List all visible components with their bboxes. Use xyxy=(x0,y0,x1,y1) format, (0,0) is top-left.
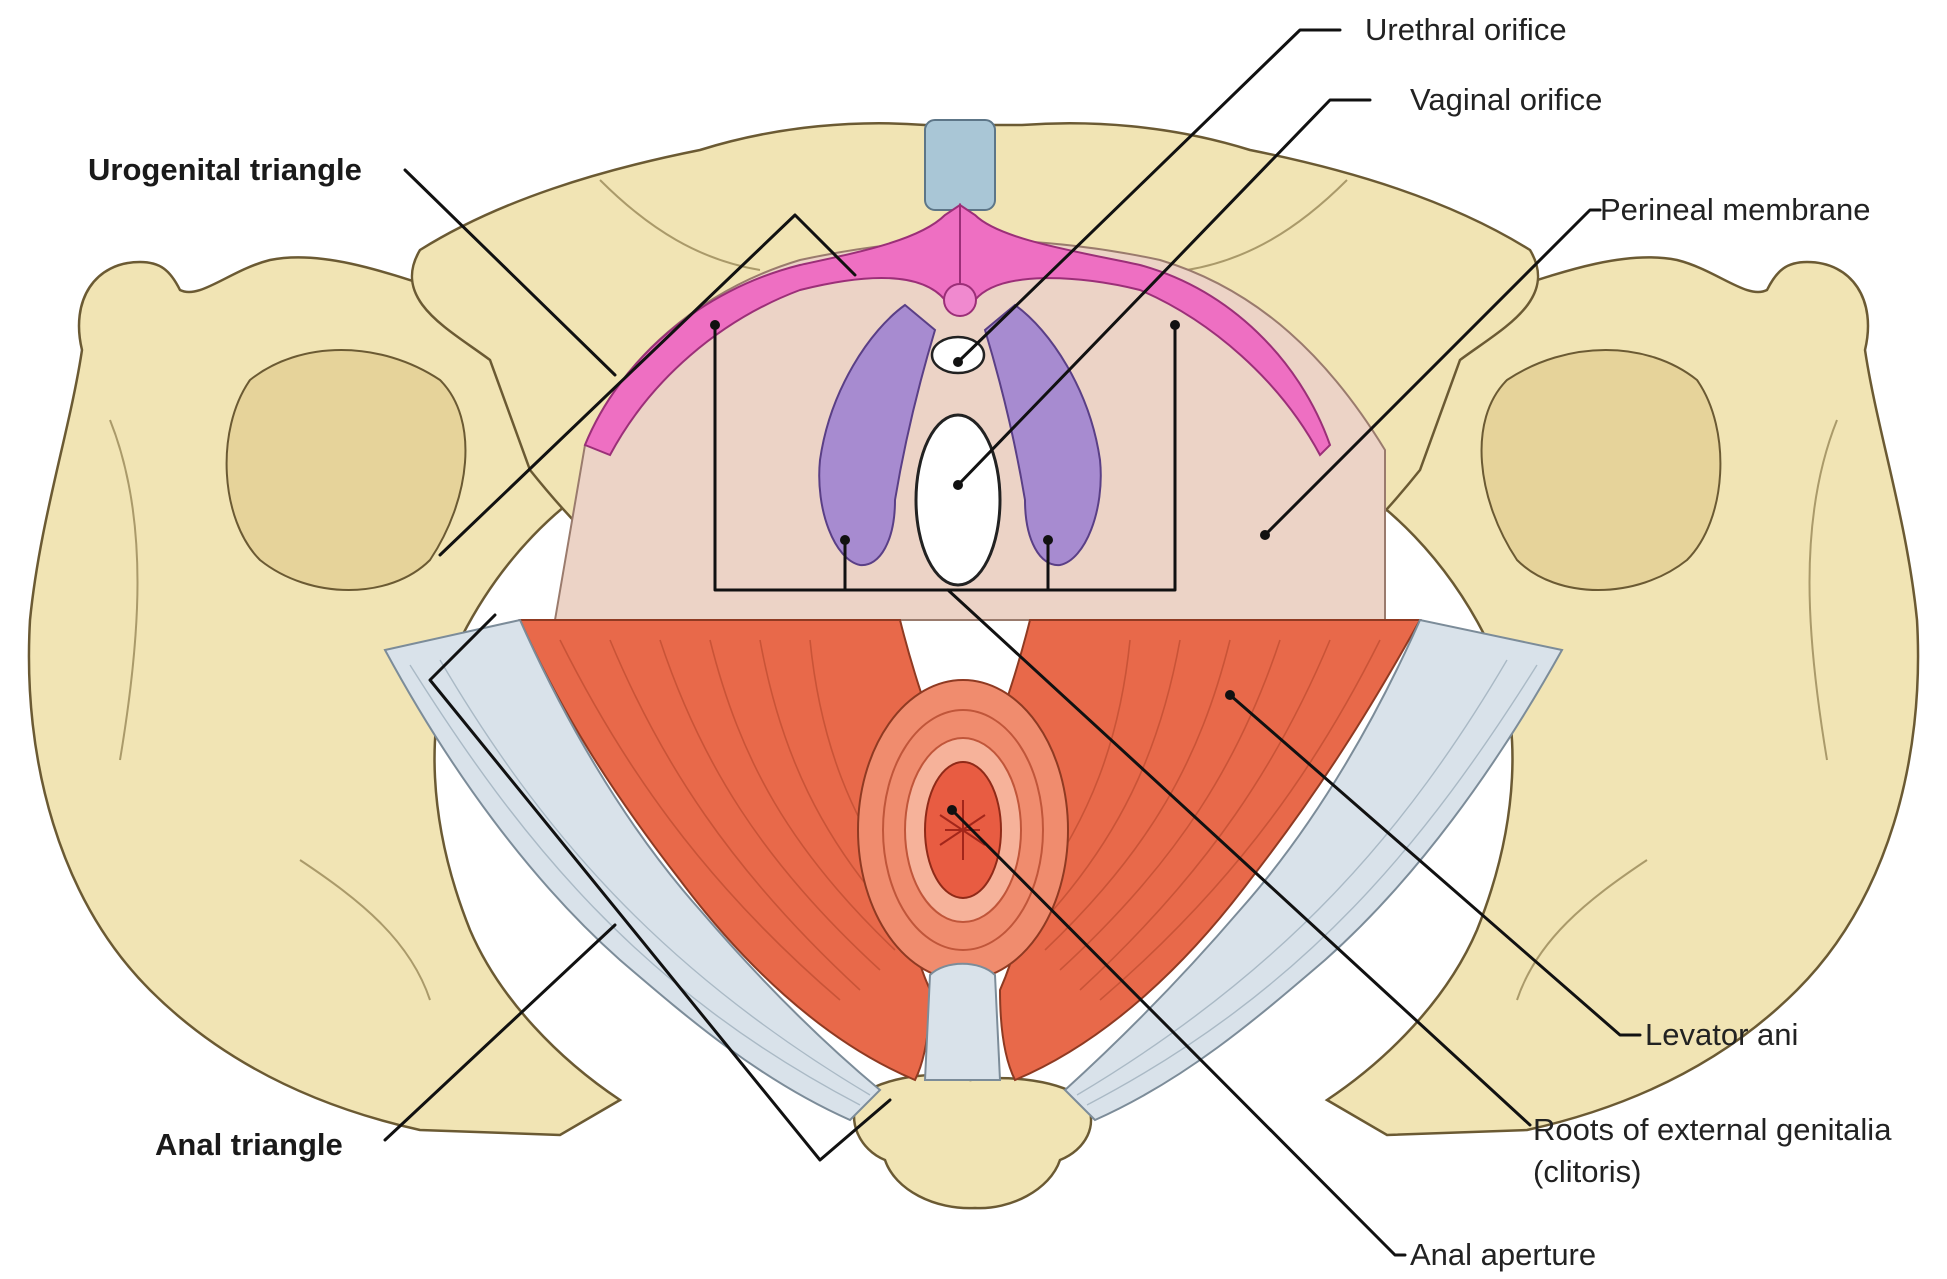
label-roots-external-genitalia: Roots of external genitalia xyxy=(1533,1112,1892,1147)
right-obturator-foramen xyxy=(1482,350,1721,590)
label-roots-external-genitalia-sub: (clitoris) xyxy=(1533,1154,1642,1189)
label-anal-triangle: Anal triangle xyxy=(155,1127,343,1162)
label-perineal-membrane: Perineal membrane xyxy=(1600,192,1871,227)
label-anal-aperture: Anal aperture xyxy=(1410,1237,1596,1272)
vaginal-orifice xyxy=(916,415,1000,585)
glans-clitoris xyxy=(944,284,976,316)
coccyx xyxy=(854,1075,1091,1208)
label-vaginal-orifice: Vaginal orifice xyxy=(1410,82,1602,117)
left-obturator-foramen xyxy=(227,350,466,590)
pubic-symphysis xyxy=(925,120,995,210)
label-levator-ani: Levator ani xyxy=(1645,1017,1798,1052)
anococcygeal-body xyxy=(925,964,1000,1080)
label-urethral-orifice: Urethral orifice xyxy=(1365,12,1567,47)
label-urogenital-triangle: Urogenital triangle xyxy=(88,152,362,187)
